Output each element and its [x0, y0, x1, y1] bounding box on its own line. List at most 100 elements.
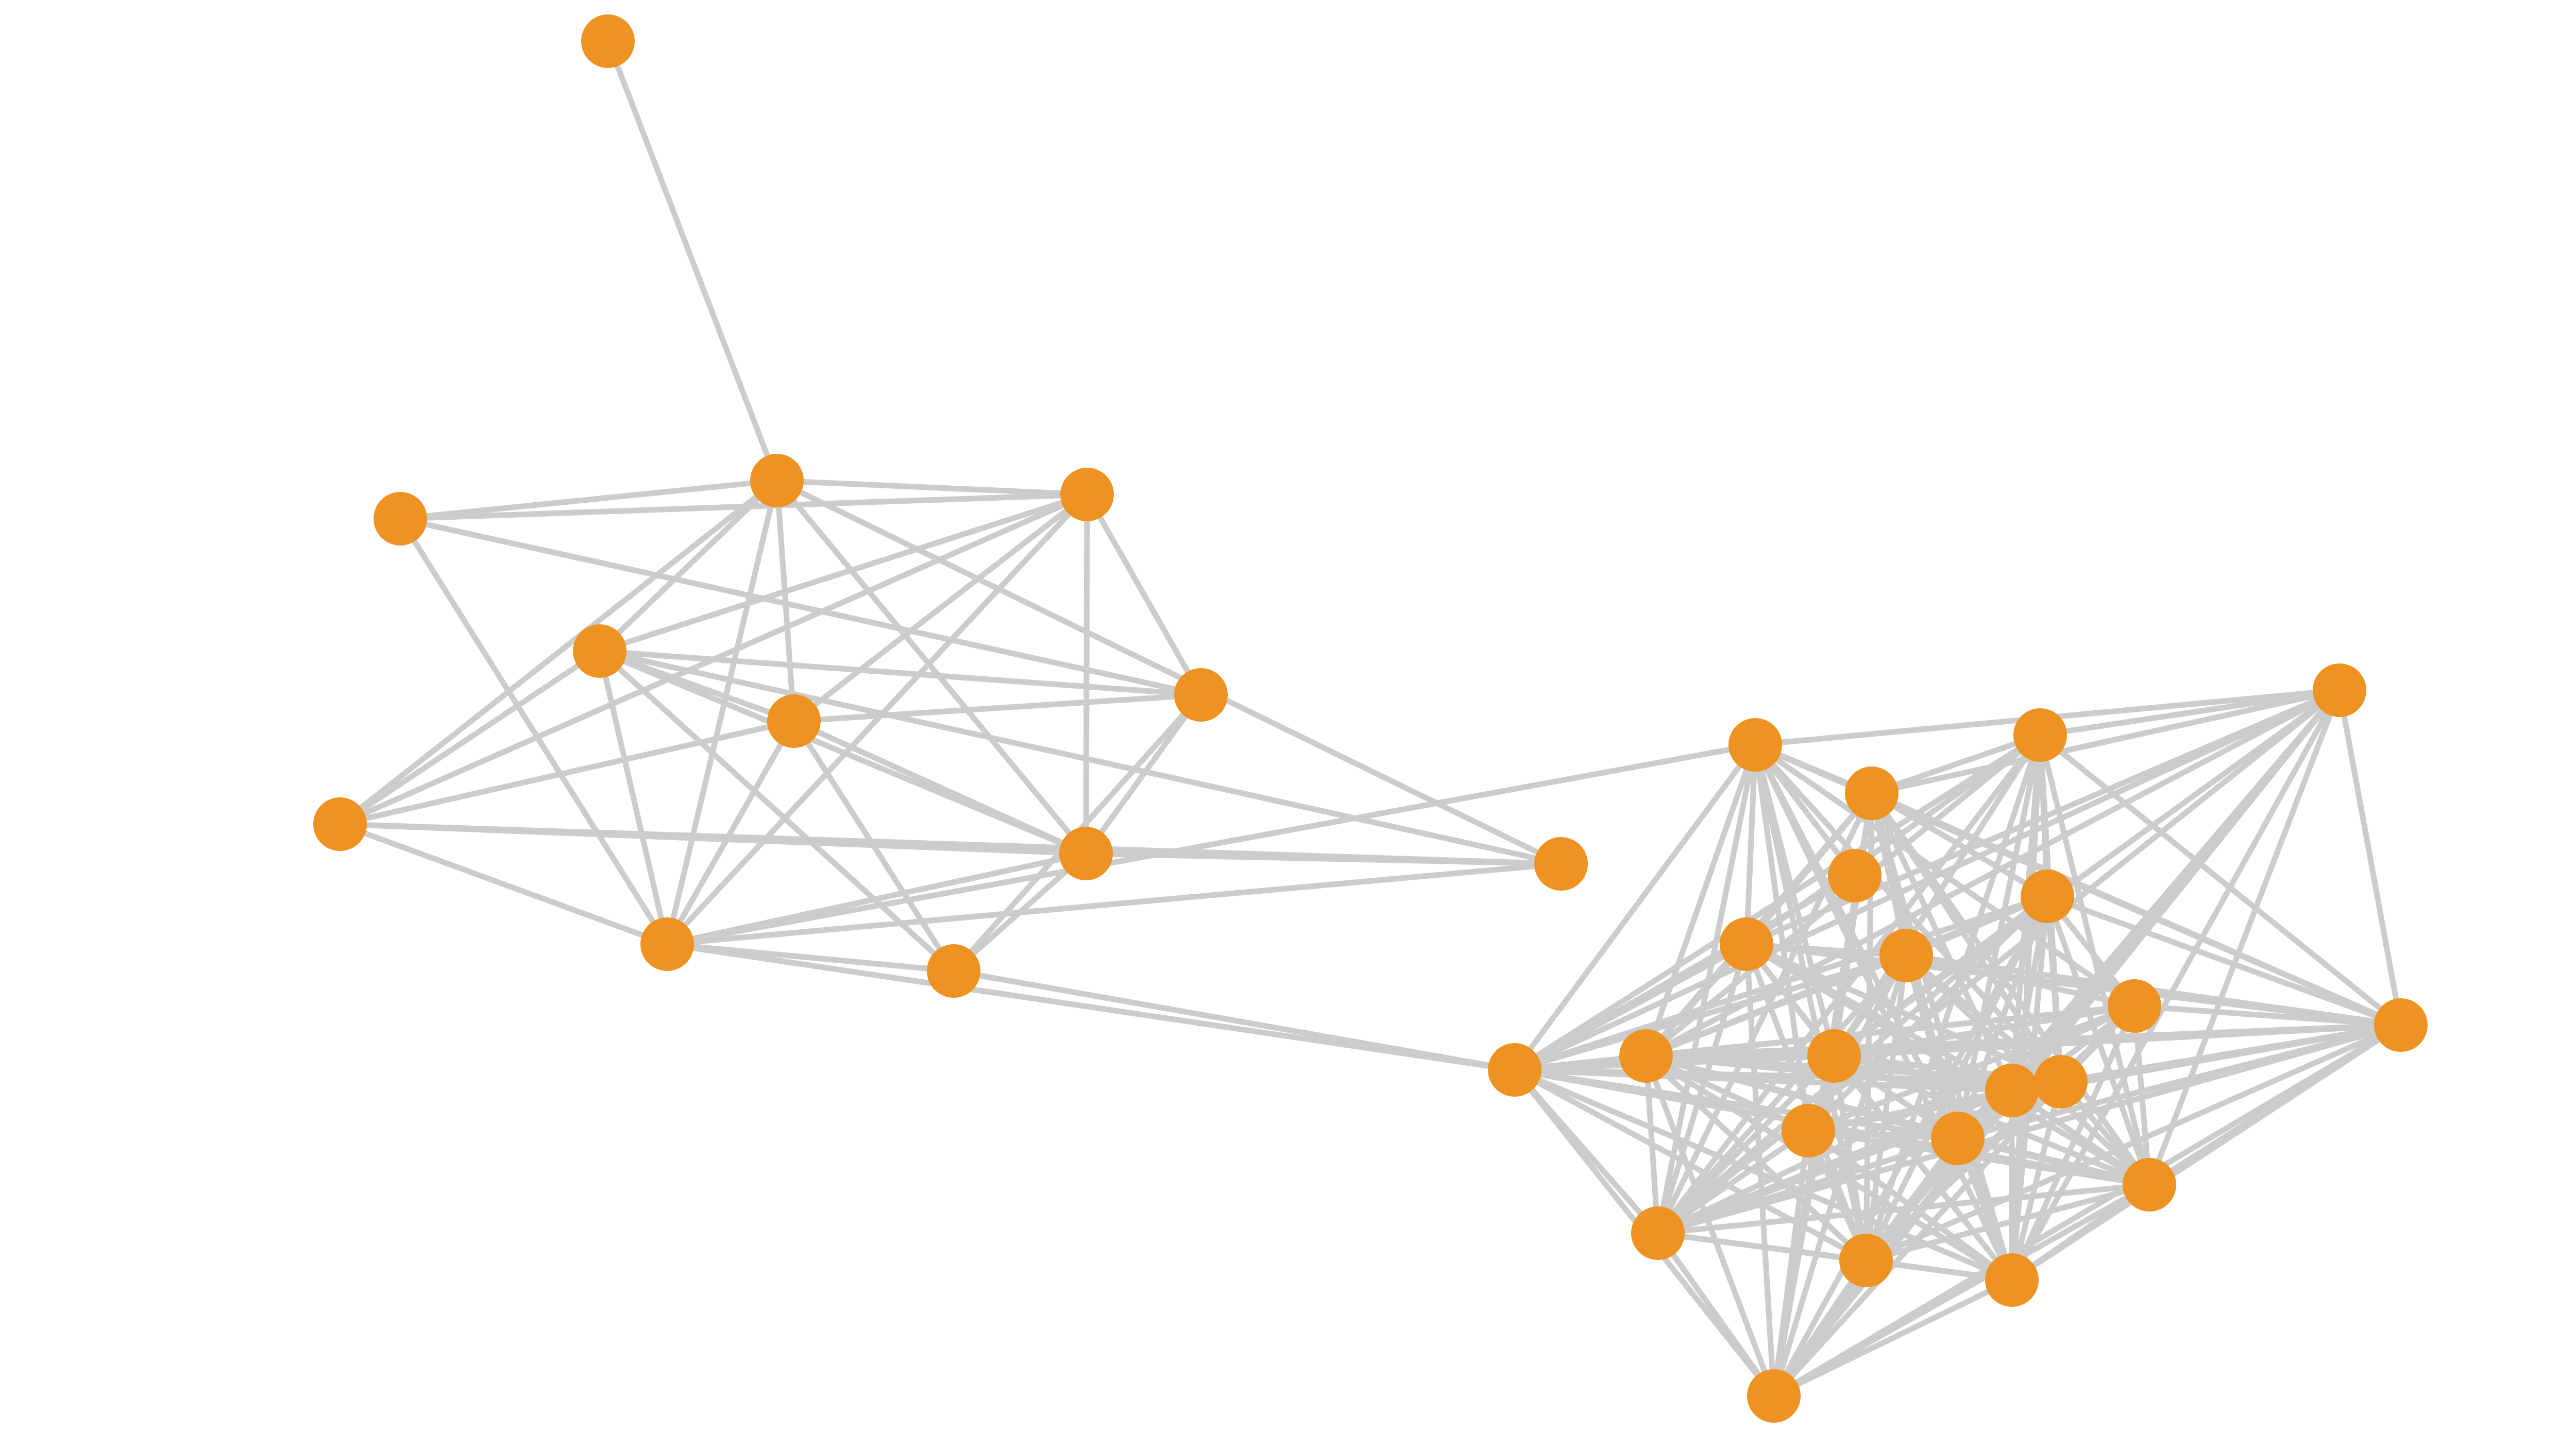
edge-n17-n31: [1743, 941, 2064, 1085]
edge-n4-n6: [337, 491, 1090, 827]
edge-n15-n31: [1869, 790, 2064, 1085]
node-n19[interactable]: [2313, 663, 2366, 717]
edge-n20-n21: [1643, 1003, 2138, 1059]
node-n30[interactable]: [1931, 1112, 1985, 1165]
node-n1[interactable]: [750, 454, 804, 507]
node-n27[interactable]: [1839, 1234, 1893, 1287]
node-n18[interactable]: [1879, 929, 1933, 982]
node-n12[interactable]: [1488, 1043, 1541, 1097]
edge-n1-n6: [337, 478, 780, 827]
edge-n14-n19: [2037, 687, 2343, 738]
node-n16[interactable]: [2021, 870, 2074, 923]
node-n17[interactable]: [1720, 917, 1773, 971]
node-n31[interactable]: [2034, 1055, 2088, 1109]
edge-n1-n9: [664, 478, 780, 947]
edge-n5-n6: [337, 718, 797, 827]
edge-n17-n19: [1743, 687, 2343, 947]
node-n8[interactable]: [1059, 827, 1113, 880]
edge-n5-n8: [791, 718, 1089, 857]
node-n5[interactable]: [767, 694, 821, 748]
edge-n19-n32: [1831, 687, 2343, 1059]
edge-n24-n30: [1955, 1022, 2404, 1141]
node-n23[interactable]: [1782, 1104, 1835, 1157]
node-n29[interactable]: [1747, 1369, 1801, 1423]
edge-n29-n31: [1771, 1079, 2064, 1399]
node-n10[interactable]: [927, 944, 980, 998]
node-n25[interactable]: [2123, 1158, 2176, 1212]
edge-n3-n11: [597, 648, 1564, 867]
edge-n6-n9: [337, 821, 670, 947]
edge-n15-n32: [1831, 790, 1875, 1059]
node-n4[interactable]: [1060, 468, 1114, 521]
edge-n14-n15: [1869, 732, 2043, 796]
edge-n21-n32: [1831, 1003, 2138, 1059]
edge-n3-n7: [597, 648, 1204, 698]
edge-n10-n12: [951, 968, 1518, 1073]
node-n0[interactable]: [581, 14, 635, 68]
edge-n15-n24: [1869, 790, 2404, 1028]
edge-n1-n8: [774, 478, 1089, 857]
edge-n12-n13: [1512, 742, 1758, 1073]
edge-n28-n29: [1771, 1277, 2015, 1399]
edge-n27-n32: [1831, 1053, 1869, 1264]
edges-layer: [337, 38, 2404, 1399]
edge-n3-n6: [337, 648, 603, 827]
edge-n24-n26: [1655, 1022, 2404, 1236]
edge-n23-n26: [1655, 1128, 1811, 1236]
node-n24[interactable]: [2374, 998, 2428, 1052]
edge-n4-n7: [1084, 491, 1204, 698]
edge-n25-n29: [1771, 1182, 2153, 1399]
edge-n4-n5: [791, 491, 1090, 724]
edge-n21-n23: [1805, 1003, 2138, 1134]
node-n3[interactable]: [573, 624, 626, 678]
edge-n17-n29: [1743, 941, 1777, 1399]
edge-n3-n10: [597, 648, 957, 974]
node-n2[interactable]: [374, 492, 427, 545]
node-n21[interactable]: [2108, 979, 2161, 1033]
edge-n3-n9: [597, 648, 670, 947]
node-n6[interactable]: [313, 797, 367, 851]
edge-n16-n24: [2044, 893, 2404, 1028]
node-n20[interactable]: [1619, 1029, 1673, 1083]
nodes-layer: [313, 14, 2428, 1423]
node-n11[interactable]: [1534, 837, 1588, 891]
node-n26[interactable]: [1631, 1206, 1685, 1260]
node-n22[interactable]: [1985, 1064, 2039, 1117]
node-n14[interactable]: [2013, 708, 2067, 762]
edge-n7-n8: [1083, 692, 1204, 857]
edge-n9-n11: [664, 861, 1564, 947]
edge-n13-n32: [1752, 742, 1837, 1059]
node-n9[interactable]: [640, 917, 694, 971]
edge-n19-n26: [1655, 687, 2343, 1236]
edge-n20-n27: [1643, 1053, 1869, 1264]
node-n7[interactable]: [1174, 668, 1228, 722]
edge-n4-n8: [1083, 491, 1090, 857]
edge-n25-n27: [1863, 1182, 2153, 1264]
edge-n19-n28: [2009, 687, 2343, 1283]
edge-n26-n32: [1655, 1053, 1837, 1236]
node-n13[interactable]: [1728, 718, 1782, 772]
edge-n17-n27: [1743, 941, 1869, 1264]
edge-n28-n31: [2009, 1079, 2064, 1283]
edge-n0-n1: [605, 38, 780, 484]
edge-n9-n13: [664, 742, 1758, 947]
edge-n1-n11: [774, 478, 1564, 867]
node-n32[interactable]: [1807, 1029, 1861, 1083]
edge-n19-n30: [1955, 687, 2343, 1141]
edge-n20-n30: [1643, 1053, 1961, 1141]
node-n33[interactable]: [1828, 849, 1882, 902]
edge-n13-n20: [1643, 742, 1758, 1059]
edge-n19-n25: [2146, 687, 2343, 1188]
node-n15[interactable]: [1845, 766, 1899, 820]
edge-n3-n4: [597, 491, 1090, 654]
edge-n14-n26: [1655, 732, 2043, 1236]
edge-n4-n9: [664, 491, 1090, 947]
edge-n24-n32: [1831, 1022, 2404, 1059]
edge-n18-n20: [1643, 952, 1909, 1059]
edge-n9-n12: [664, 941, 1518, 1073]
edge-n15-n16: [1869, 790, 2050, 899]
node-n28[interactable]: [1985, 1253, 2039, 1307]
edge-n2-n7: [397, 516, 1204, 698]
edge-n20-n23: [1643, 1053, 1811, 1134]
edge-n21-n28: [2009, 1003, 2138, 1283]
